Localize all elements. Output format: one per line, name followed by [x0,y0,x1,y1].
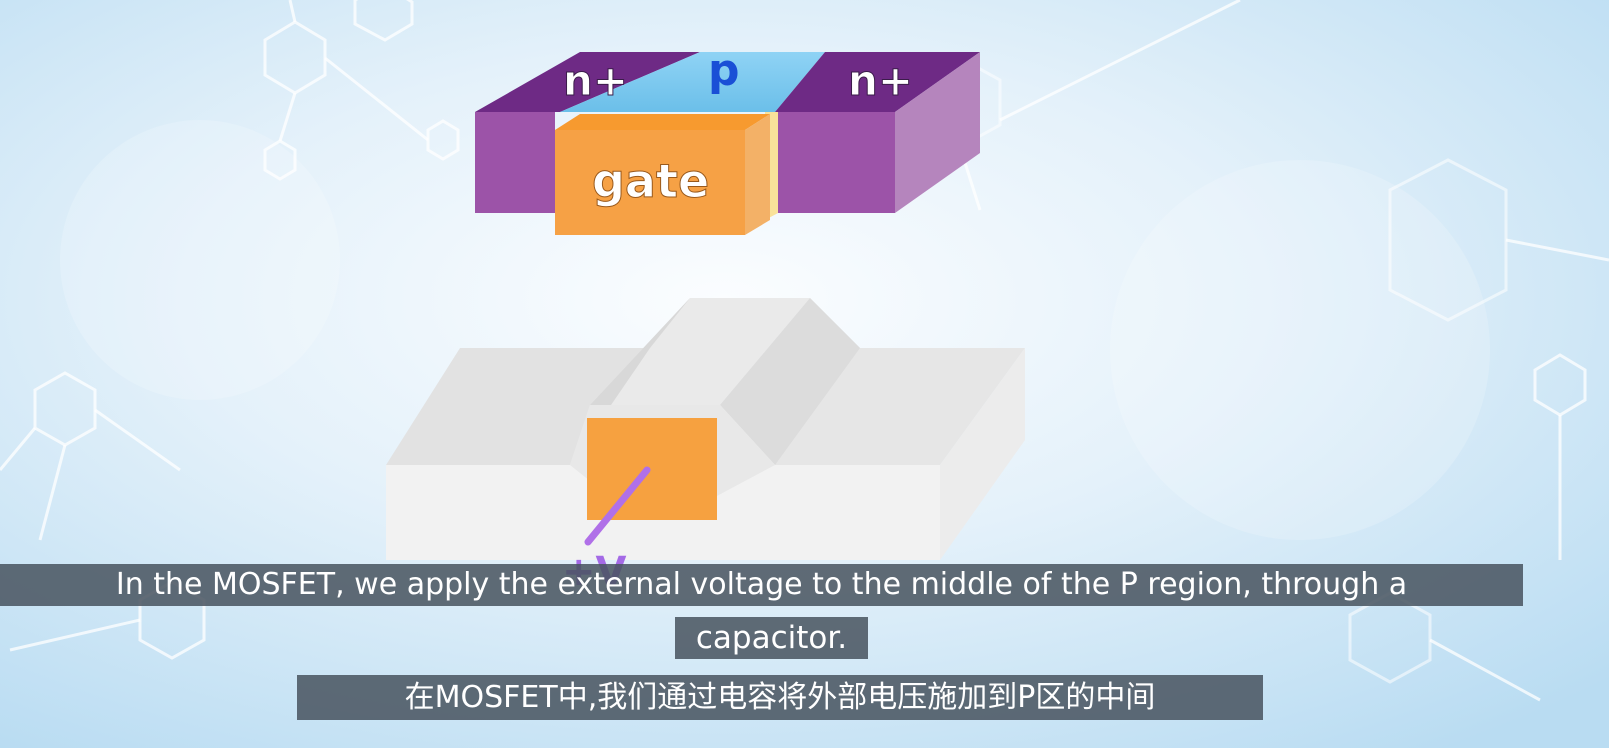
block-middle-slope-right [720,298,860,465]
n-plus-right-label: n+ [848,56,913,105]
subtitle-english-line-1: In the MOSFET, we apply the external vol… [0,564,1523,606]
n-plus-right-side [895,52,980,213]
n-plus-right-front [770,112,895,213]
p-region-label: p [708,45,740,96]
p-region-top [560,52,825,112]
n-plus-left-label: n+ [563,56,628,105]
subtitle-chinese-line: 在MOSFET中,我们通过电容将外部电压施加到P区的中间 [297,675,1263,720]
block-right-side [940,348,1025,560]
mosfet-block-top [475,52,980,235]
n-plus-right-top [775,52,980,112]
gate-front [555,130,745,235]
gate-side [745,114,770,235]
n-plus-left-top [475,52,700,112]
background-bokeh [60,120,1490,540]
capacitor-plate [587,418,717,520]
voltage-wire [584,466,651,546]
subtitle-english-line-2: capacitor. [675,617,868,659]
n-plus-left-front [475,112,555,213]
gate-label: gate [592,154,709,208]
capacitor-block [386,298,1025,560]
block-middle-top [590,298,810,405]
gate-top [555,114,770,130]
